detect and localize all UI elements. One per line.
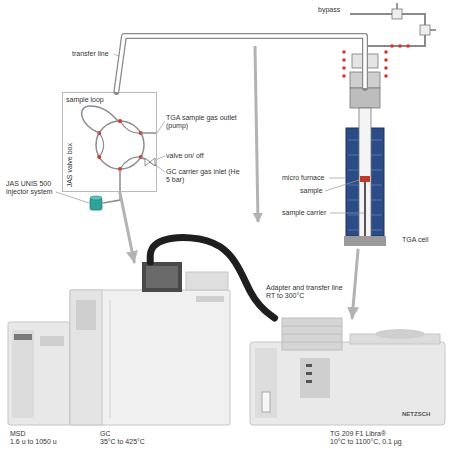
- valve-symbol: [392, 9, 402, 19]
- tg-instrument: TG 209 F1 Libra®10°C to 1100°C, 0.1 µg: [250, 318, 445, 425]
- transfer-line: [116, 36, 365, 92]
- pipe-core: [116, 36, 365, 92]
- valve-knob: [396, 3, 398, 9]
- instrument-name: GC: [100, 430, 111, 438]
- part-label: sample loop: [66, 96, 116, 104]
- injector-pipe: [103, 169, 120, 203]
- leader-line: [56, 192, 89, 203]
- spec-text: 10°C to 1100°C, 0.1 µg: [330, 438, 402, 446]
- instrument-name: MSD: [10, 430, 26, 438]
- tg-instrument: [250, 318, 445, 425]
- leader-line: [330, 213, 364, 214]
- box-label: JAS valve box: [66, 143, 74, 187]
- port-label: GC carrier gas inlet (He 5 bar): [166, 168, 242, 184]
- outlet-pipe: [141, 132, 157, 134]
- part-label: Adapter and transfer line RT to 300°C: [266, 284, 346, 300]
- adapter-block: [350, 72, 380, 88]
- pointer-arrow: [120, 192, 134, 262]
- spec-text: 1.6 u to 1050 u: [10, 438, 57, 446]
- leader-line: [329, 178, 346, 179]
- heater-marks: [342, 44, 410, 78]
- valve-symbol: [145, 158, 155, 166]
- injector-symbol: [90, 196, 102, 210]
- valve-knob: [430, 29, 436, 31]
- pointer-arrow: [255, 46, 258, 222]
- part-label: micro furnace: [282, 174, 330, 182]
- pointer-arrow: [352, 250, 358, 318]
- part-label: transfer line: [72, 50, 118, 58]
- brand-logo: NETZSCH: [402, 410, 442, 418]
- leader-line: [325, 180, 359, 191]
- connectors: [116, 36, 365, 318]
- carrier-pipe: [141, 157, 157, 166]
- cell-base: [344, 236, 386, 246]
- valve-box: JAS valve box: [62, 92, 157, 192]
- part-label: JAS UNIS 500 injector system: [6, 180, 58, 196]
- part-label: bypass: [318, 6, 358, 14]
- heated-hose: [150, 238, 274, 318]
- sample-loop: [82, 106, 118, 133]
- gc-instrument: GC35°C to 425°C: [70, 262, 232, 425]
- bypass-pipe: [350, 14, 425, 46]
- valve-symbol: [420, 25, 430, 35]
- leader-line: [114, 54, 121, 57]
- part-label: valve on/ off: [166, 152, 226, 160]
- port-label: TGA sample gas outlet (pump): [166, 114, 248, 130]
- gc-instrument: [70, 262, 230, 425]
- cell-header: [350, 88, 380, 108]
- cell-label: TGA cell: [402, 236, 428, 244]
- part-label: sample: [300, 187, 326, 195]
- leader-line: [157, 121, 165, 133]
- rotary-valve: [96, 119, 144, 171]
- valve-body: [352, 54, 378, 68]
- msd-instrument: [8, 322, 70, 425]
- sample-crucible: [360, 176, 370, 182]
- tga-cell: TGA cell: [330, 88, 400, 250]
- instrument-name: TG 209 F1 Libra®: [330, 430, 386, 438]
- msd-instrument: MSD1.6 u to 1050 u: [8, 322, 70, 425]
- spec-text: 35°C to 425°C: [100, 438, 145, 446]
- leader-line: [157, 166, 165, 172]
- part-label: sample carrier: [282, 209, 332, 217]
